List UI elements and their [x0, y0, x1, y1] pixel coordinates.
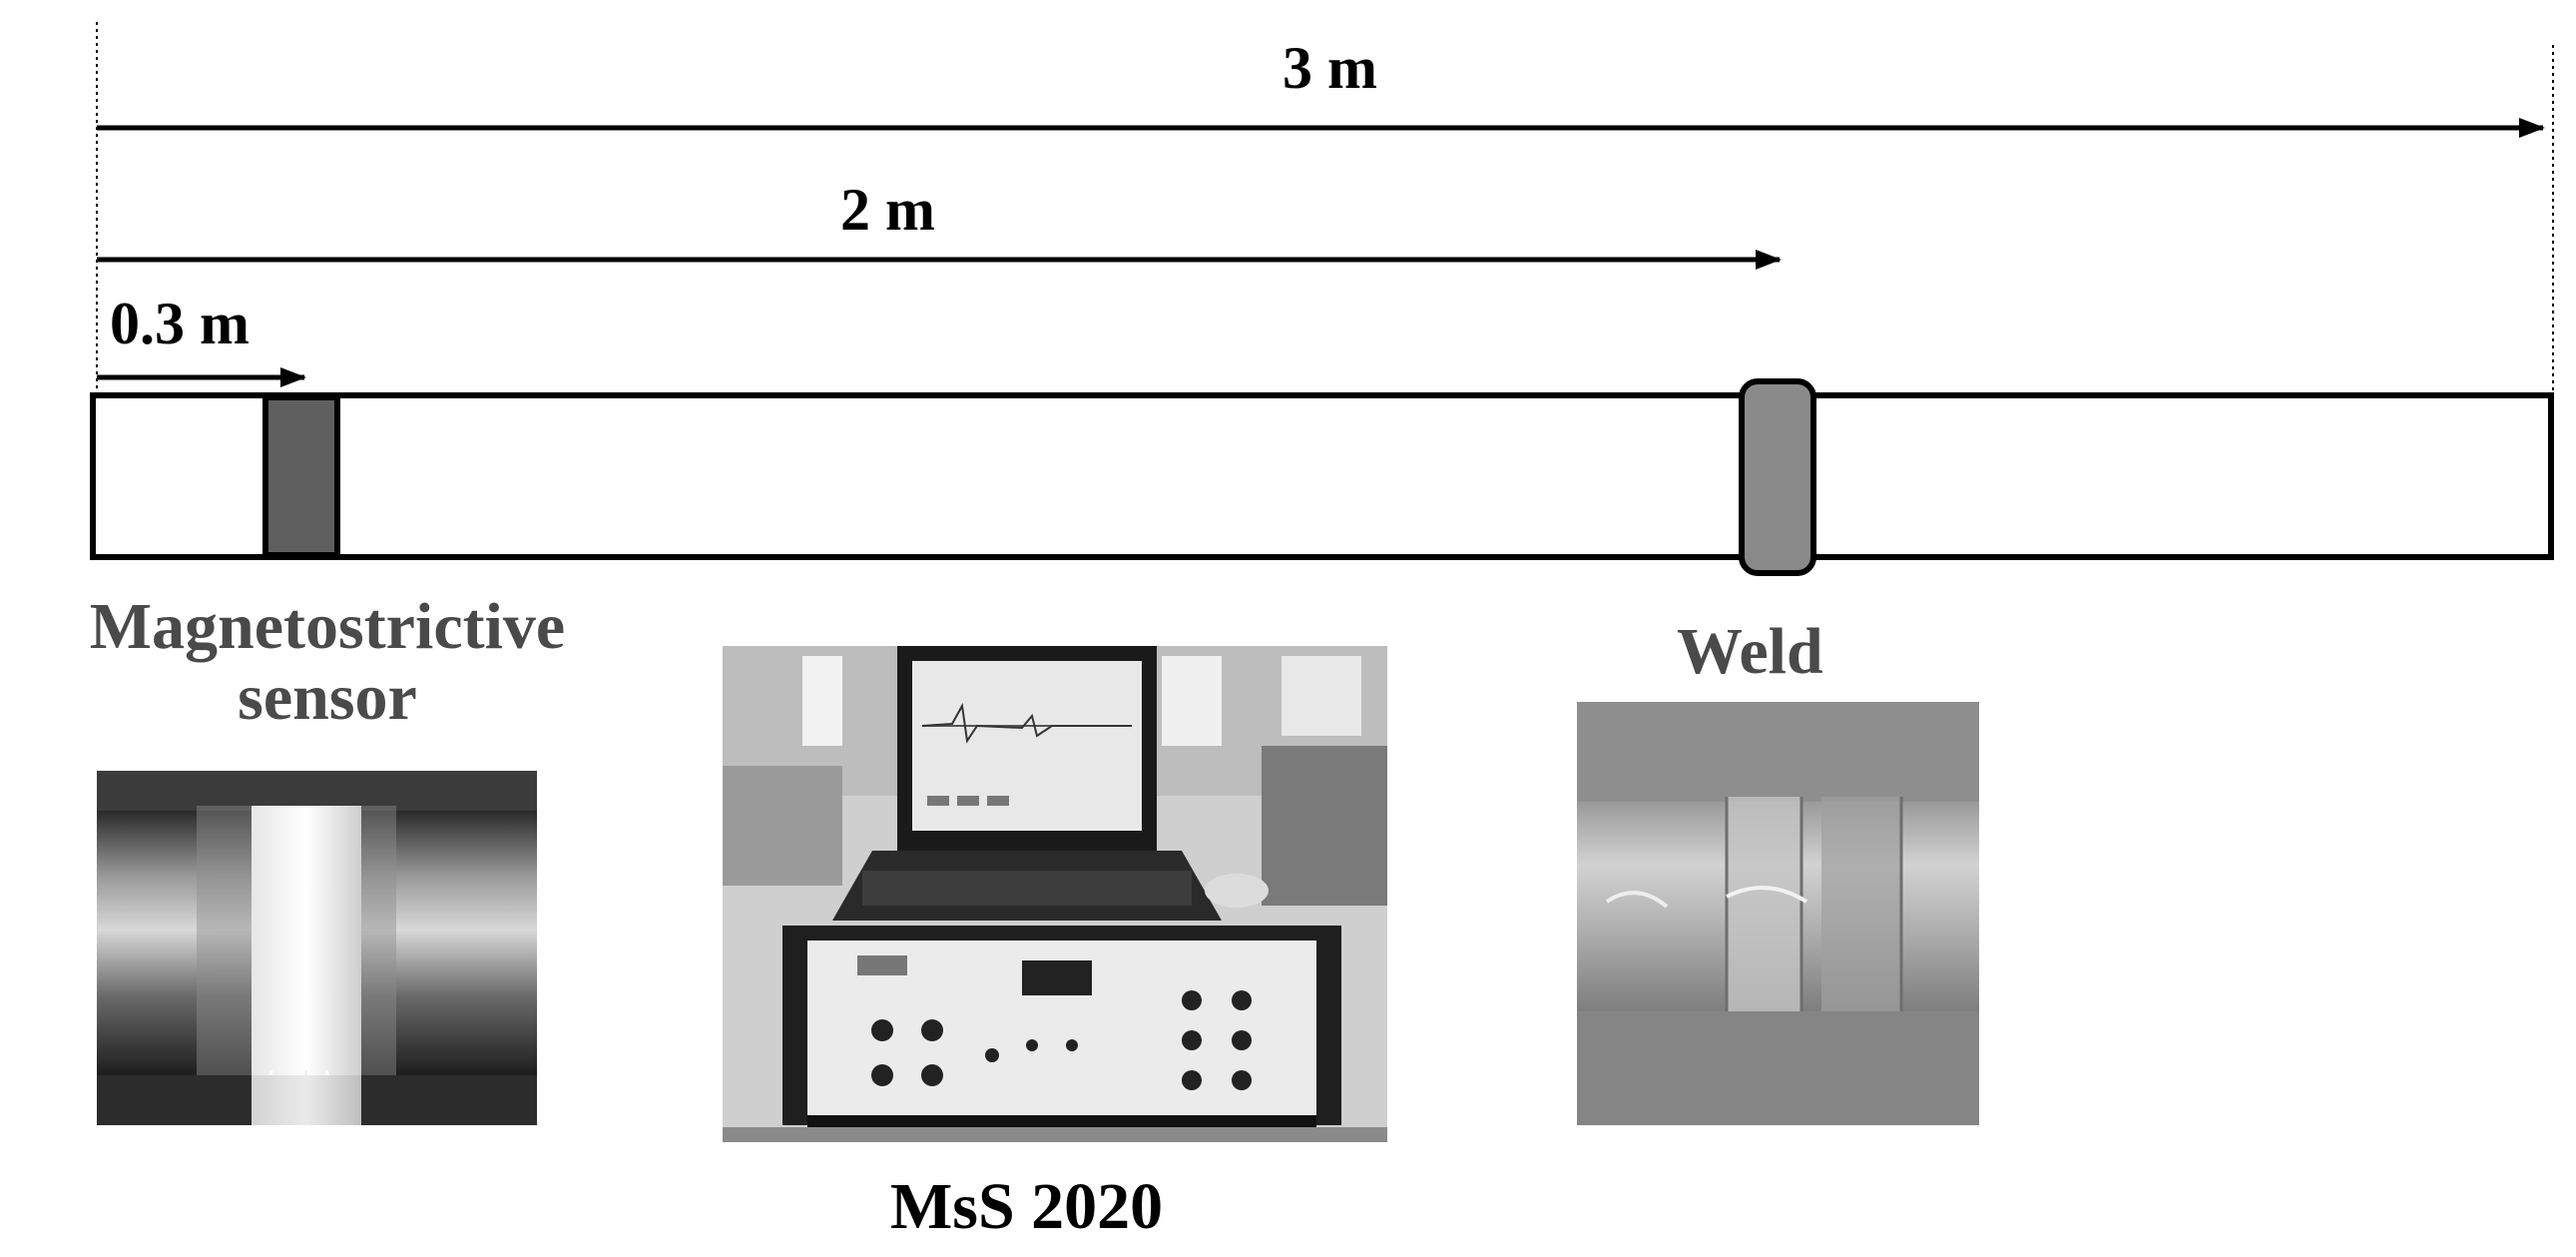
pipe-body — [90, 392, 2554, 560]
dimension-label-3m: 3 m — [1283, 35, 1377, 101]
weld-photo — [1577, 702, 1979, 1125]
weld-band — [1739, 378, 1816, 576]
device-caption: MsS 2020 — [890, 1170, 1164, 1243]
mss-device-photo — [723, 646, 1387, 1142]
weld-caption: Weld — [1677, 615, 1823, 688]
sensor-band — [262, 394, 340, 558]
sensor-photo — [97, 771, 537, 1125]
dimension-label-2m: 2 m — [840, 177, 935, 243]
dimension-label-0-3m: 0.3 m — [110, 291, 250, 356]
sensor-caption: Magnetostrictive sensor — [89, 590, 566, 735]
